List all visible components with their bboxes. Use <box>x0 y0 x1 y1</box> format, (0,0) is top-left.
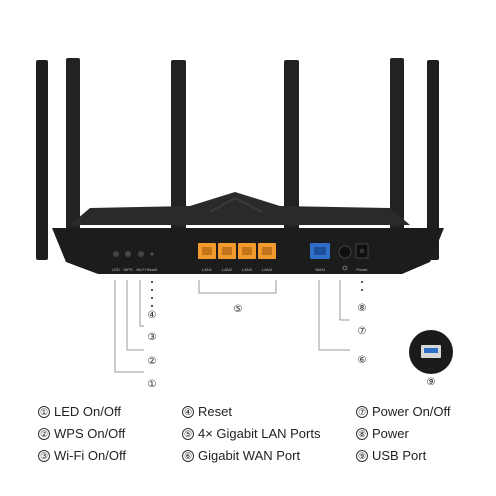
label-led: LED <box>112 267 120 272</box>
label-wps: WPS <box>123 267 132 272</box>
antenna-1 <box>36 60 48 260</box>
legend-item-8: ⑧ Power <box>356 426 409 441</box>
legend-item-2: ② WPS On/Off <box>38 426 126 441</box>
antenna-3 <box>171 60 186 236</box>
antenna-2 <box>66 58 80 230</box>
leader-lines <box>114 280 350 373</box>
wps-button <box>125 251 131 257</box>
legend-item-6: ⑥ Gigabit WAN Port <box>182 448 301 463</box>
power-button <box>338 245 352 259</box>
callout-3: ③ <box>148 332 157 343</box>
label-power: Power <box>356 267 368 272</box>
reset-hole <box>150 252 154 256</box>
antenna-4 <box>284 60 299 236</box>
antenna-6 <box>427 60 439 260</box>
callout-1: ① <box>148 379 157 390</box>
callout-6: ⑥ <box>358 355 367 366</box>
legend-item-9: ⑨ USB Port <box>356 448 427 463</box>
label-lan1: LAN1 <box>202 267 213 272</box>
legend-item-1: ① LED On/Off <box>38 404 121 419</box>
legend: ① LED On/Off ② WPS On/Off ③ Wi-Fi On/Off… <box>0 400 496 480</box>
label-reset: Reset <box>147 267 158 272</box>
label-lan3: LAN3 <box>242 267 253 272</box>
legend-item-7: ⑦ Power On/Off <box>356 404 451 419</box>
callout-8: ⑧ <box>358 303 367 314</box>
router-vents <box>209 196 263 213</box>
callout-4: ④ <box>148 310 157 321</box>
leader-dots <box>151 281 363 307</box>
antenna-5 <box>390 58 404 230</box>
callout-7: ⑦ <box>358 326 367 337</box>
antennas <box>36 58 439 260</box>
legend-item-5: ⑤ 4× Gigabit LAN Ports <box>182 426 321 441</box>
callout-2: ② <box>148 356 157 367</box>
wifi-button <box>138 251 144 257</box>
label-lan4: LAN4 <box>262 267 273 272</box>
label-wan: WAN <box>315 267 324 272</box>
callout-5: ⑤ <box>234 304 243 315</box>
callout-9: ⑨ <box>427 377 436 388</box>
callouts: ① ② ③ ④ ⑤ ⑥ ⑦ ⑧ ⑨ <box>148 303 436 390</box>
usb-inset <box>409 330 453 374</box>
legend-item-4: ④ Reset <box>182 404 232 419</box>
legend-item-3: ③ Wi-Fi On/Off <box>38 448 126 463</box>
label-wifi: Wi-Fi <box>136 267 145 272</box>
buttons <box>113 251 154 257</box>
label-lan2: LAN2 <box>222 267 233 272</box>
lan-ports <box>198 243 276 259</box>
router-top <box>70 192 410 225</box>
led-button <box>113 251 119 257</box>
